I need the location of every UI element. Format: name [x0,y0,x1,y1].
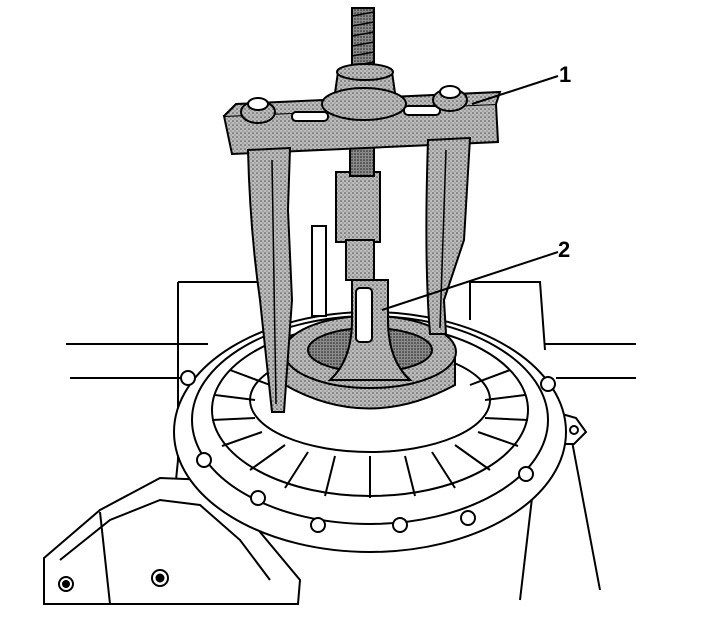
callout-label-2: 2 [558,237,571,262]
callout-label-1: 1 [559,62,572,87]
puller-tool [222,7,502,413]
callout-leaders [381,75,559,311]
bearing-plate [283,171,457,410]
